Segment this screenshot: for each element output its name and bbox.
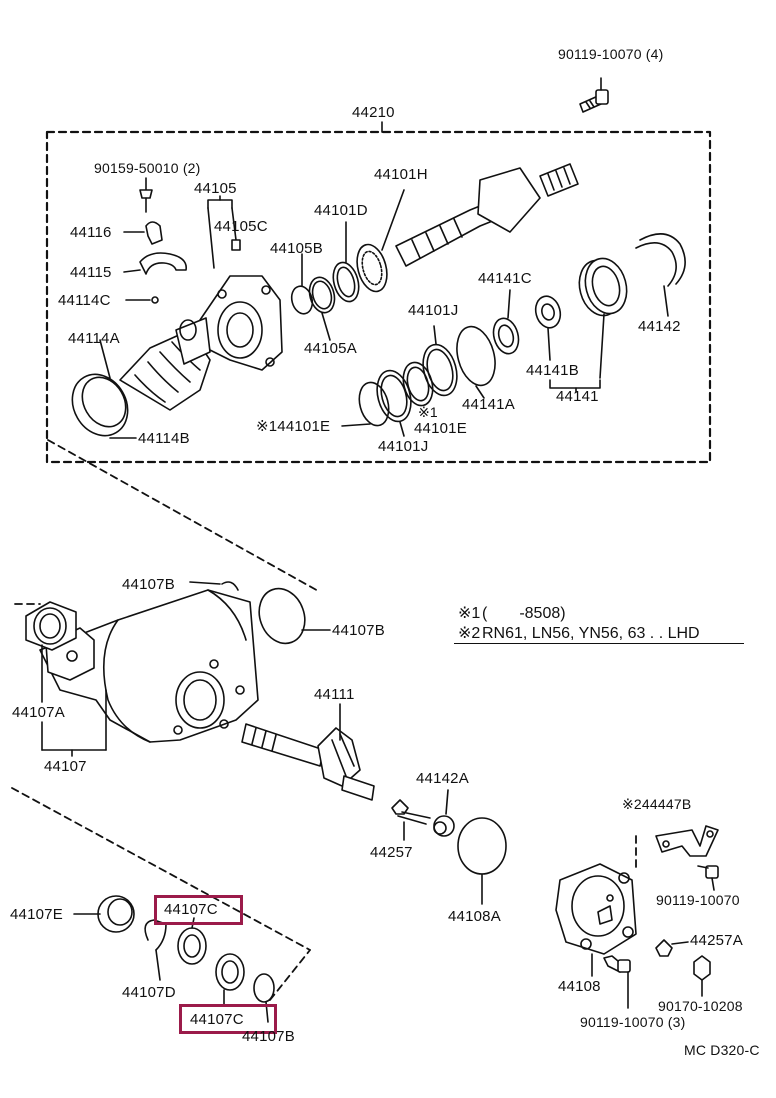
label-44107C-upper: 44107C [164, 901, 218, 918]
clip-44116 [145, 221, 163, 245]
pinion-44111 [241, 723, 375, 801]
o-ring-44107B-lower [253, 973, 275, 1003]
shim-44105A [308, 276, 336, 314]
note2-mark: ※2 [458, 625, 481, 642]
bearing-44101H [356, 243, 388, 293]
bearing-44141 [578, 257, 628, 317]
label-44105: 44105 [194, 180, 237, 197]
bolt-90119-right [697, 865, 719, 891]
nut-44141C [492, 317, 520, 355]
pin-44105C [231, 239, 241, 251]
label-44116: 44116 [70, 224, 112, 241]
label-44107C-lower: 44107C [190, 1011, 244, 1028]
label-44114B: 44114B [138, 430, 190, 447]
label-44107B-lower: 44107B [242, 1028, 295, 1045]
highlight-44107C-upper [154, 895, 243, 925]
ring-44141B [534, 295, 562, 329]
label-44105A: 44105A [304, 340, 357, 357]
label-44142A: 44142A [416, 770, 469, 787]
o-ring-44141A [456, 325, 496, 387]
label-44257: 44257 [370, 844, 413, 861]
shim-44101J-lower [376, 369, 412, 423]
label-44210: 44210 [352, 104, 395, 121]
gear-housing-44107 [39, 589, 259, 743]
bushing-44107A [25, 601, 77, 651]
cover-44108A [457, 817, 507, 875]
label-44141C: 44141C [478, 270, 532, 287]
label-44107B-small: 44107B [122, 576, 175, 593]
label-44107: 44107 [44, 758, 87, 775]
assembly-44210-outline [45, 130, 712, 464]
cover-44108 [555, 863, 637, 955]
reference-code: MC D320-C [684, 1042, 760, 1058]
note2-text: RN61, LN56, YN56, 63 . . LHD [482, 625, 700, 642]
note1-text: ( -8508) [482, 605, 566, 622]
label-nut-90170: 90170-10208 [658, 998, 743, 1014]
housing-44105 [175, 275, 283, 371]
label-note1-mark: ※1 [418, 404, 438, 420]
label-44101E-note1: ※144101E [256, 418, 331, 435]
o-ring-44107B-small [221, 581, 239, 591]
label-44114A: 44114A [68, 330, 120, 347]
label-bolt-90119-top: 90119-10070 (4) [558, 46, 664, 62]
bracket-44447B [655, 825, 719, 857]
snap-ring-44142 [639, 233, 686, 285]
label-44114C: 44114C [58, 292, 111, 309]
nut-90170 [693, 955, 711, 981]
shim-44101E-alt [358, 381, 390, 427]
label-44108: 44108 [558, 978, 601, 995]
label-44141A: 44141A [462, 396, 515, 413]
note-underline [454, 643, 744, 644]
bolt-90119-bottom [603, 955, 631, 973]
plug-44114C [151, 296, 159, 304]
label-90159: 90159-50010 (2) [94, 160, 201, 176]
label-44101H: 44101H [374, 166, 428, 183]
label-44101D: 44101D [314, 202, 368, 219]
bolt-44257 [391, 799, 431, 825]
shim-44107C-a [177, 927, 207, 965]
pinion-shaft-44101 [395, 163, 579, 267]
label-44141B: 44141B [526, 362, 579, 379]
label-44107E: 44107E [10, 906, 63, 923]
label-44105B: 44105B [270, 240, 323, 257]
label-44105C: 44105C [214, 218, 268, 235]
label-44142: 44142 [638, 318, 681, 335]
screw-90159 [139, 177, 153, 213]
hose-44115 [139, 252, 187, 275]
label-44141: 44141 [556, 388, 599, 405]
shim-44107C-b [215, 953, 245, 991]
label-44107B-large: 44107B [332, 622, 385, 639]
bolt-90119-top [579, 77, 609, 113]
o-ring-44107B-large [258, 587, 306, 645]
label-44257A: 44257A [690, 932, 743, 949]
label-44108A: 44108A [448, 908, 501, 925]
o-ring-44105B [290, 285, 314, 315]
label-bolt-90119-right: 90119-10070 [656, 892, 740, 908]
label-44101J-top: 44101J [408, 302, 459, 319]
label-44111: 44111 [314, 686, 355, 703]
label-44447B: ※244447B [622, 796, 692, 812]
washer-44101D [332, 261, 360, 303]
label-44101J-bottom: 44101J [378, 438, 429, 455]
oil-seal-44107E [97, 895, 135, 933]
highlight-44107C-lower [179, 1004, 277, 1034]
bolt-44257A [655, 939, 673, 957]
label-44101E: 44101E [414, 420, 467, 437]
label-44107A: 44107A [12, 704, 65, 721]
label-44115: 44115 [70, 264, 112, 281]
note1-mark: ※1 [458, 605, 481, 622]
shim-44101E [402, 361, 434, 407]
label-44107D: 44107D [122, 984, 176, 1001]
label-bolt-90119-bottom: 90119-10070 (3) [580, 1014, 686, 1030]
